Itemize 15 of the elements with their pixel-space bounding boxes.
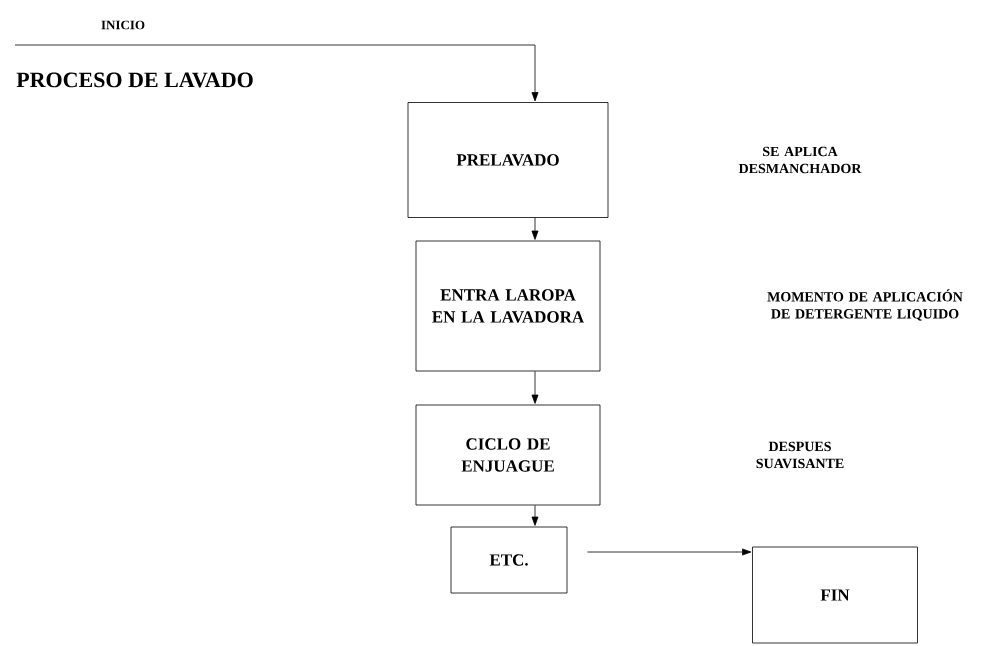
side-note: MOMENTO DE APLICACIÓN DE DETERGENTE LIQUIDO (767, 289, 963, 321)
arrow (14, 44, 539, 102)
process-box: FIN (752, 546, 918, 644)
arrow (531, 371, 539, 404)
process-box: ENTRA LAROPA EN LA LAVADORA (415, 240, 601, 372)
title: PROCESO DE LAVADO (16, 72, 253, 88)
arrow (587, 548, 752, 556)
side-note: SE APLICA DESMANCHADOR (738, 146, 862, 174)
start-label: INICIO (101, 20, 145, 30)
process-box: CICLO DE ENJUAGUE (415, 404, 601, 506)
side-note: DESPUES SUAVISANTE (756, 441, 844, 469)
process-box: ETC. (450, 526, 568, 594)
arrow (531, 217, 539, 240)
arrow (531, 505, 539, 526)
process-box: PRELAVADO (407, 102, 609, 218)
